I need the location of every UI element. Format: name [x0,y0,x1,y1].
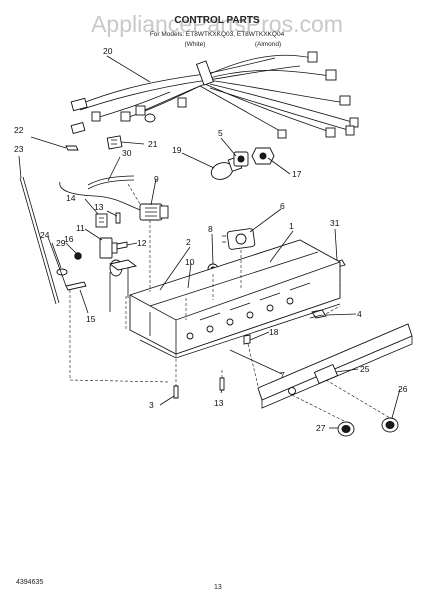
callout-26: 26 [398,384,408,394]
diagram-title: CONTROL PARTS [174,15,260,26]
part-21-clip [106,135,123,150]
callout-11: 11 [76,223,85,233]
callout-18: 18 [269,327,279,337]
callout-5: 5 [218,128,223,138]
wire-harness [70,51,359,139]
callout-29: 29 [56,238,66,248]
callout-31: 31 [330,218,340,228]
callout-7: 7 [280,370,285,380]
part-13-screw-lower [219,377,225,391]
callout-14: 14 [66,193,76,203]
callout-4: 4 [357,309,362,319]
callout-20: 20 [103,46,113,56]
part-16-screw [74,252,82,260]
part-9-thermostat [139,203,169,221]
capillary-line [59,181,141,211]
variant-left: (White) [185,41,206,48]
callout-19: 19 [172,145,182,155]
callout-1: 1 [289,221,294,231]
part-3-screw [173,385,179,399]
callout-13-lower: 13 [214,398,224,408]
watermark: AppliancePartsPros.com [91,11,343,37]
part-18-screw [243,334,251,345]
models-line: For Models: ET8WTKXKQ03, ET8WTKXKQ04 [150,31,285,38]
page-number: 13 [214,584,222,591]
part-12-lever [116,241,128,250]
part-6-control-module [222,228,256,250]
variant-right: (Almond) [255,41,281,48]
assembly-guide-lines [69,183,391,423]
part-15-switch-body [108,259,138,312]
part-13-screw-upper [115,212,121,224]
doc-number: 4394635 [16,579,43,586]
callout-10: 10 [185,257,195,267]
callout-labels: 20 22 21 23 30 5 19 17 9 14 13 11 12 2 1… [14,46,408,433]
part-1-control-housing [129,239,341,359]
callout-6: 6 [280,201,285,211]
part-17-socket-housing [251,147,275,165]
callout-30: 30 [122,148,132,158]
callout-23: 23 [14,144,24,154]
callout-8: 8 [208,224,213,234]
callout-12: 12 [137,238,147,248]
part-11-switch [99,237,118,259]
part-14-bracket [95,213,108,228]
callout-15: 15 [86,314,96,324]
part-22-clip [65,145,79,151]
part-5-light-socket [233,151,249,167]
part-24-clip [65,281,87,291]
part-26-knob [381,417,399,433]
callout-9: 9 [154,174,159,184]
callout-21: 21 [148,139,158,149]
callout-16: 16 [64,234,74,244]
callout-13-upper: 13 [94,202,104,212]
part-25-control-panel [257,323,413,409]
part-23-rod [19,176,60,305]
callout-24: 24 [40,230,50,240]
part-27-knob [337,421,355,437]
callout-2: 2 [186,237,191,247]
callout-22: 22 [14,125,24,135]
callout-17: 17 [292,169,302,179]
part-30-tube [87,175,135,190]
leader-lines [18,55,401,429]
callout-3: 3 [149,400,154,410]
callout-25: 25 [360,364,370,374]
callout-27: 27 [316,423,326,433]
